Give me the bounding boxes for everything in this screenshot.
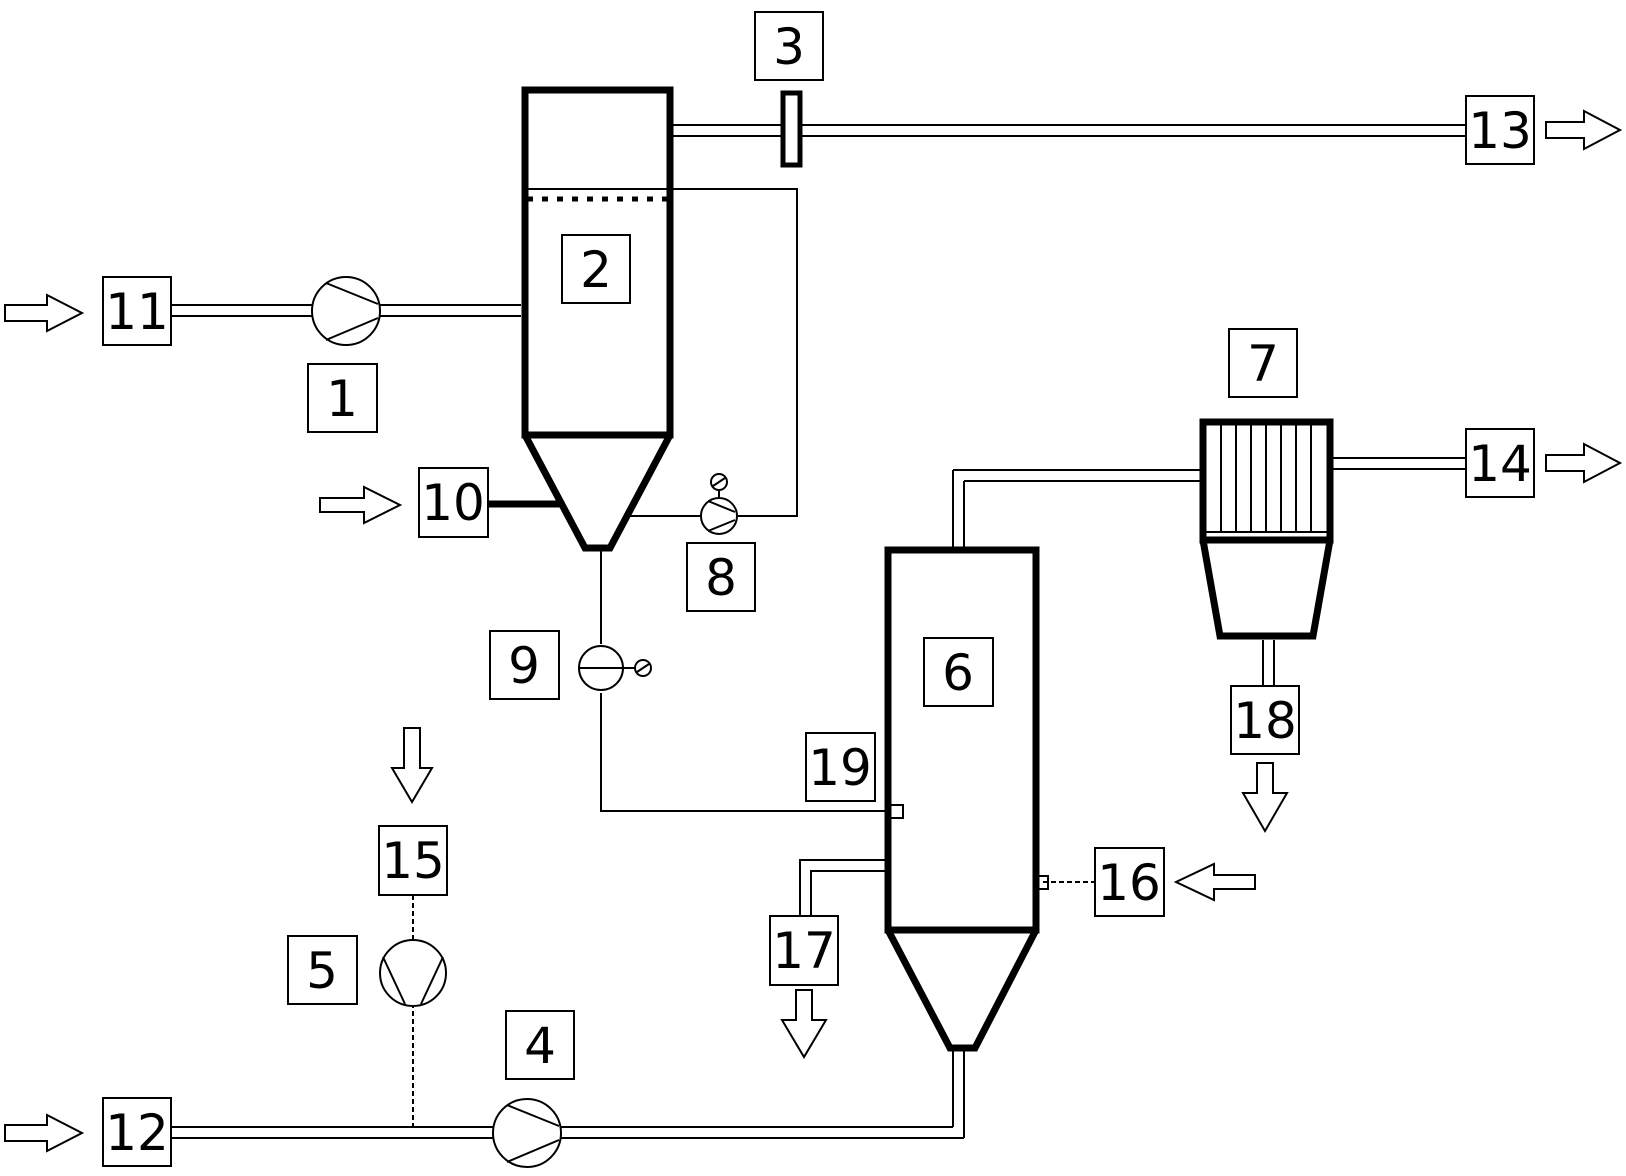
arrow-in-12 [4,1113,85,1153]
label-8: 8 [686,542,756,612]
svg-text:7: 7 [1247,335,1279,393]
arrow-out-17 [780,989,828,1059]
svg-text:18: 18 [1233,692,1297,750]
svg-text:15: 15 [381,832,445,890]
valve-9 [578,645,652,691]
label-19: 19 [805,732,876,802]
label-13: 13 [1465,95,1535,165]
svg-text:17: 17 [772,922,836,980]
label-3: 3 [754,11,824,81]
recycle-line-8 [672,188,798,517]
label-10: 10 [418,467,489,538]
svg-text:5: 5 [306,942,338,1000]
svg-text:8: 8 [705,549,737,607]
label-5: 5 [287,935,358,1005]
pump-4 [492,1098,562,1168]
label-14: 14 [1465,428,1535,498]
arrow-out-18 [1241,762,1289,833]
label-7: 7 [1228,328,1298,398]
label-16: 16 [1094,847,1165,917]
inlet-port-19 [887,804,904,819]
pipe-filter-7-to-outlet-14 [1331,457,1466,470]
pump-8 [700,473,738,535]
svg-text:10: 10 [421,474,485,532]
svg-text:19: 19 [808,739,872,797]
svg-text:4: 4 [524,1017,556,1075]
pipe-feed-12-to-vessel-6 [172,1047,965,1139]
label-12: 12 [102,1097,172,1167]
arrow-in-11 [4,293,85,333]
label-15: 15 [378,825,448,896]
filter-7 [1199,418,1334,640]
pipe-vessel-2-to-outlet-13 [672,124,1466,137]
vessel-2 [521,86,674,552]
label-18: 18 [1230,685,1300,755]
arrow-in-16 [1173,862,1256,902]
label-11: 11 [102,276,172,346]
svg-text:12: 12 [105,1104,169,1162]
label-17: 17 [769,915,839,986]
label-4: 4 [505,1010,575,1080]
pump-1 [311,276,381,346]
label-9: 9 [489,630,560,700]
svg-text:14: 14 [1468,435,1532,493]
pipe-filter-7-to-outlet-18 [1262,640,1275,685]
svg-text:11: 11 [105,283,169,341]
svg-text:9: 9 [508,637,540,695]
fan-5 [379,939,447,1007]
arrow-out-13 [1545,109,1623,151]
svg-text:3: 3 [773,18,805,76]
vessel-6 [884,546,1049,1052]
pipe-valve-9-to-vessel-6 [600,693,885,812]
pipe-vessel-6-to-filter-7 [952,469,1200,548]
svg-text:16: 16 [1097,854,1161,912]
svg-text:13: 13 [1468,102,1532,160]
arrow-in-10 [319,485,403,525]
svg-text:6: 6 [942,644,974,702]
svg-text:1: 1 [326,370,358,428]
label-6: 6 [923,637,994,707]
svg-text:2: 2 [580,241,612,299]
pipe-vessel-6-to-outlet-17 [799,859,885,916]
label-1: 1 [307,363,378,433]
flange-3 [780,90,803,168]
inlet-port-16 [1037,875,1049,890]
arrow-in-15 [390,727,434,804]
arrow-out-14 [1545,442,1623,484]
label-2: 2 [561,234,631,304]
